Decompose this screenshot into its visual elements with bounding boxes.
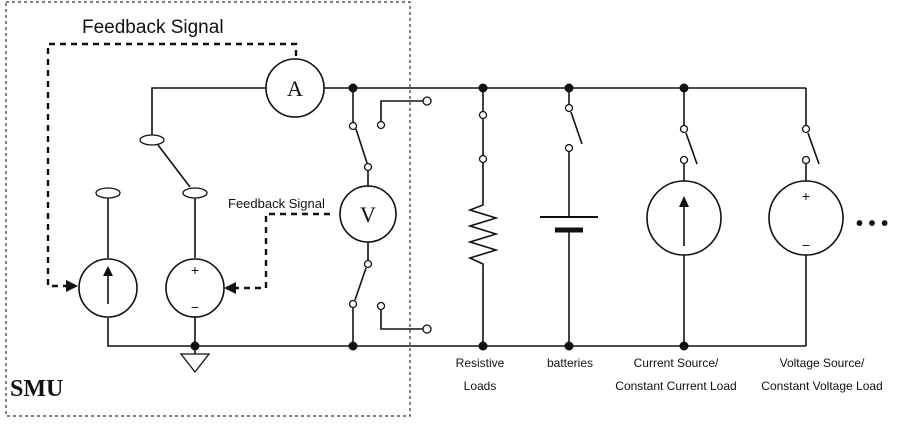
battery-switch-contact-a bbox=[564, 103, 574, 113]
voltmeter-label: V bbox=[360, 202, 376, 227]
vm-switch-top-arm bbox=[355, 128, 368, 164]
wire-left-upper bbox=[151, 87, 266, 140]
junction-dot bbox=[679, 83, 689, 93]
sense-contact-top bbox=[376, 120, 386, 130]
load-label-voltage-line1: Voltage Source/ bbox=[780, 356, 865, 370]
sense-terminal-top bbox=[422, 96, 432, 106]
bottom-rail bbox=[107, 318, 806, 347]
more-loads-ellipsis: • • • bbox=[856, 213, 888, 235]
selector-switch-arm bbox=[157, 144, 191, 188]
vm-switch-bottom-contact-b bbox=[348, 299, 358, 309]
junction-dot bbox=[348, 341, 358, 351]
selector-terminal-common bbox=[139, 134, 165, 146]
junction-dot bbox=[478, 341, 488, 351]
junction-dot bbox=[564, 341, 574, 351]
voltage-source-minus: − bbox=[191, 299, 199, 315]
battery-switch-arm bbox=[570, 111, 583, 145]
junction-dot bbox=[348, 83, 358, 93]
vs-switch-contact-a bbox=[801, 124, 811, 134]
vm-switch-top-contact-a bbox=[348, 121, 358, 131]
vm-switch-bottom-contact-a bbox=[363, 259, 373, 269]
load-label-resistive-line1: Resistive bbox=[456, 356, 505, 370]
sense-wire-bottom bbox=[380, 310, 423, 330]
load-label-resistive-line2: Loads bbox=[464, 379, 497, 393]
sense-contact-bottom bbox=[376, 301, 386, 311]
junction-dot bbox=[564, 83, 574, 93]
smu-current-source-symbol bbox=[78, 258, 138, 318]
cs-switch-contact-b bbox=[679, 155, 689, 165]
ground-icon bbox=[179, 353, 211, 374]
resistor-switch-contact-a bbox=[478, 110, 488, 120]
smu-boundary bbox=[5, 1, 411, 417]
junction-dot bbox=[478, 83, 488, 93]
current-source-arrow-icon bbox=[103, 266, 113, 276]
feedback-label-top: Feedback Signal bbox=[82, 17, 224, 38]
resistor-switch-contact-b bbox=[478, 154, 488, 164]
vm-switch-bottom-arm bbox=[354, 267, 367, 301]
battery-switch-contact-b bbox=[564, 143, 574, 153]
load-label-current-line2: Constant Current Load bbox=[615, 379, 736, 393]
voltage-source-plus: + bbox=[191, 262, 199, 278]
feedback-arrowhead-current bbox=[66, 280, 78, 292]
sense-terminal-bottom bbox=[422, 324, 432, 334]
vm-switch-top-contact-b bbox=[363, 162, 373, 172]
feedback-loop-top bbox=[46, 42, 298, 288]
load-voltage-plus: + bbox=[802, 188, 810, 204]
junction-dot bbox=[190, 341, 200, 351]
cs-switch-contact-a bbox=[679, 124, 689, 134]
sense-wire-top bbox=[380, 100, 423, 121]
resistor-symbol bbox=[467, 162, 499, 346]
load-label-current-line1: Current Source/ bbox=[634, 356, 719, 370]
load-label-voltage-line2: Constant Voltage Load bbox=[761, 379, 882, 393]
selector-terminal-voltage bbox=[182, 187, 208, 199]
feedback-label-mid: Feedback Signal bbox=[228, 196, 325, 211]
load-voltage-minus: − bbox=[802, 237, 810, 253]
load-current-arrow-icon bbox=[679, 196, 689, 207]
feedback-arrowhead-voltage bbox=[224, 282, 236, 294]
ammeter-symbol bbox=[265, 58, 325, 118]
cs-switch-arm bbox=[685, 132, 698, 165]
vs-switch-arm bbox=[807, 132, 820, 165]
feedback-loop-mid bbox=[236, 212, 330, 290]
load-label-batteries: batteries bbox=[547, 356, 593, 370]
selector-terminal-current bbox=[95, 187, 121, 199]
vs-switch-contact-b bbox=[801, 155, 811, 165]
smu-label: SMU bbox=[10, 376, 63, 402]
ammeter-label: A bbox=[287, 76, 303, 101]
junction-dot bbox=[679, 341, 689, 351]
